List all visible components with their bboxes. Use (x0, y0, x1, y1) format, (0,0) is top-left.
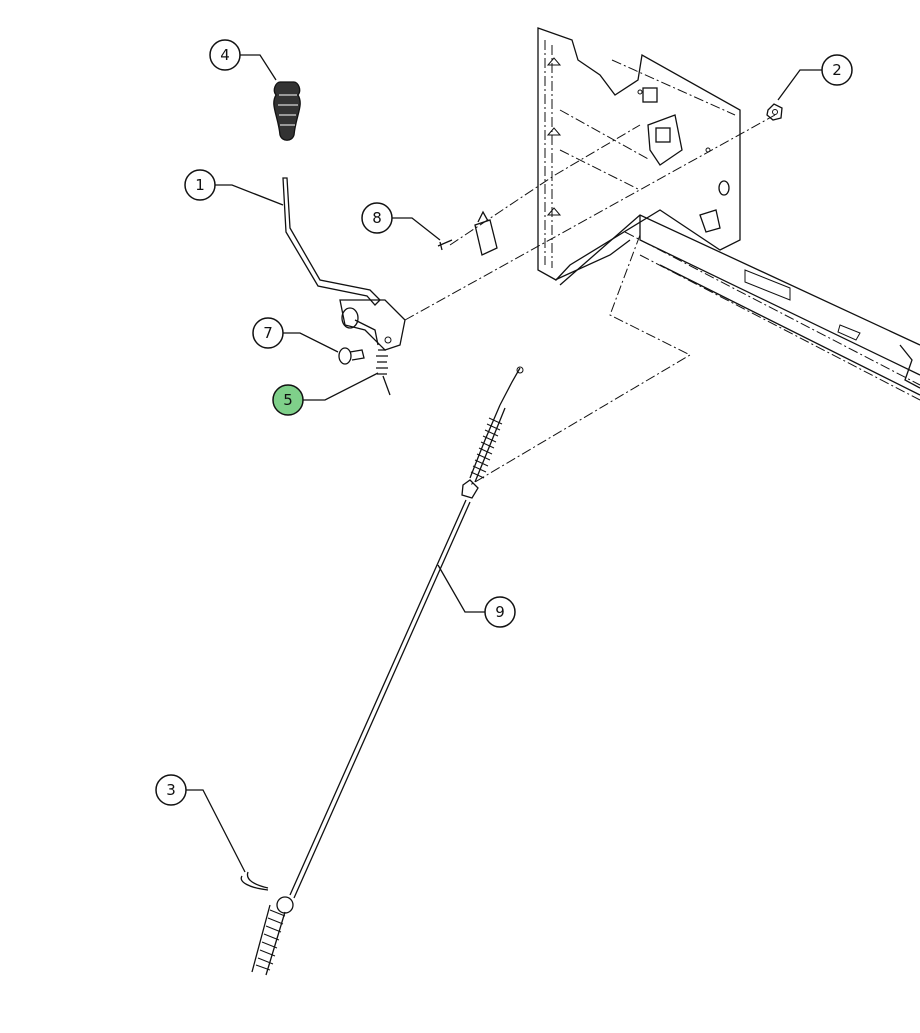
callout-8-label: 8 (372, 209, 382, 227)
callout-9: 9 (437, 564, 516, 628)
callout-7-label: 7 (263, 324, 273, 342)
hairpin-clip-part (240, 871, 269, 891)
callout-5-label: 5 (283, 391, 293, 409)
callout-3-label: 3 (166, 781, 176, 799)
nut-part (766, 103, 783, 121)
frame-rail (554, 209, 920, 401)
clip-part (474, 210, 498, 256)
callout-1-label: 1 (195, 176, 205, 194)
dash-panel (537, 27, 741, 281)
assembly-lines (404, 114, 776, 486)
callout-9-label: 9 (495, 603, 505, 621)
callout-5: 5 (272, 372, 379, 416)
callout-4: 4 (209, 39, 277, 81)
bolt-part (338, 347, 365, 365)
callout-2-label: 2 (832, 61, 842, 79)
callout-7: 7 (252, 317, 339, 353)
spring-part (376, 349, 391, 396)
screw-part (437, 239, 453, 251)
callout-2: 2 (777, 54, 853, 101)
callout-3: 3 (155, 774, 246, 873)
knob-part (273, 81, 301, 141)
callout-1: 1 (184, 169, 284, 206)
callout-4-label: 4 (220, 46, 230, 64)
callout-8: 8 (361, 202, 441, 241)
lever-rod-part (282, 177, 406, 351)
cable-part (251, 366, 524, 976)
